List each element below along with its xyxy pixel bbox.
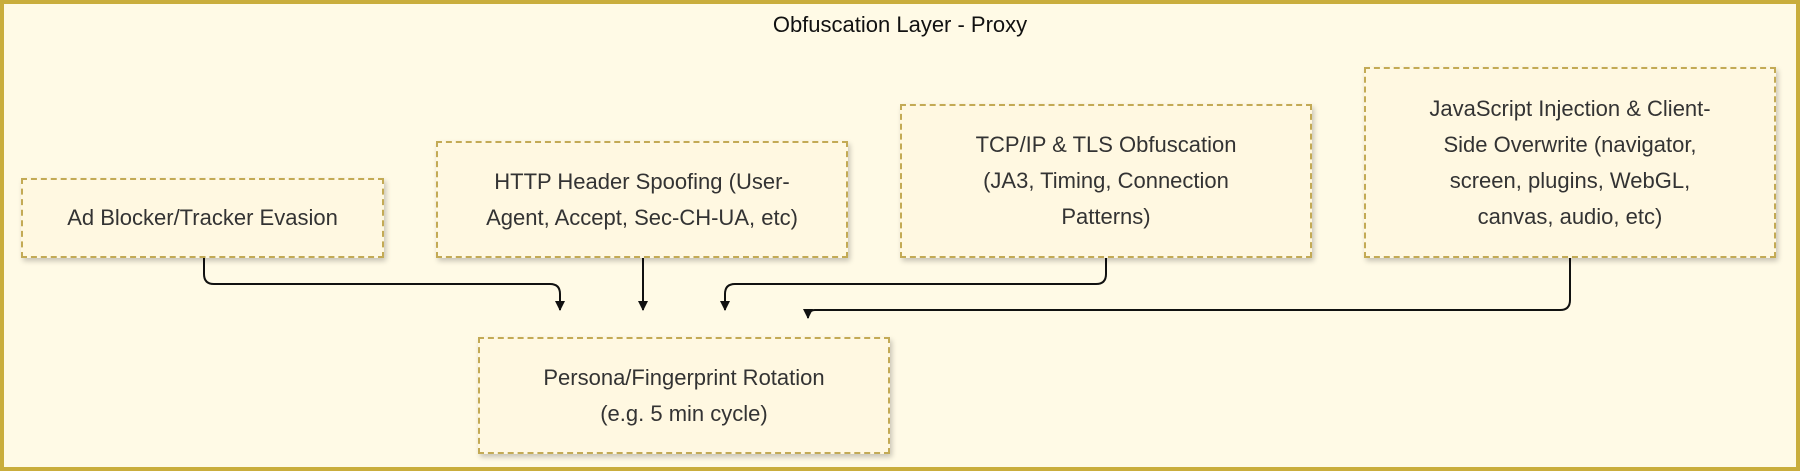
- node-tcp-tls-obfuscation: TCP/IP & TLS Obfuscation (JA3, Timing, C…: [900, 104, 1312, 258]
- node-js-injection-line-1: JavaScript Injection & Client-: [1429, 95, 1711, 121]
- group-title: Obfuscation Layer - Proxy: [772, 12, 1028, 37]
- node-js-injection: JavaScript Injection & Client- Side Over…: [1364, 67, 1776, 258]
- edge-ad-blocker-to-persona: [203, 258, 565, 311]
- node-js-injection-line-4: canvas, audio, etc): [1477, 203, 1663, 229]
- node-tcp-tls-line-2: (JA3, Timing, Connection: [983, 168, 1229, 193]
- edge-tcp-tls-to-persona: [720, 258, 1107, 311]
- node-persona-line-1: Persona/Fingerprint Rotation: [543, 364, 825, 390]
- node-http-header-line-1: HTTP Header Spoofing (User-: [494, 168, 790, 194]
- edge-js-injection-to-persona: [803, 258, 1571, 319]
- node-tcp-tls-line-3: Patterns): [1061, 204, 1151, 229]
- node-http-header-spoofing: HTTP Header Spoofing (User- Agent, Accep…: [436, 141, 848, 258]
- node-persona-line-2: (e.g. 5 min cycle): [600, 400, 768, 426]
- node-js-injection-line-3: screen, plugins, WebGL,: [1449, 167, 1691, 193]
- node-persona-rotation: Persona/Fingerprint Rotation (e.g. 5 min…: [478, 337, 890, 454]
- node-tcp-tls-line-1: TCP/IP & TLS Obfuscation: [975, 132, 1237, 157]
- node-js-injection-line-2: Side Overwrite (navigator,: [1443, 131, 1697, 157]
- node-ad-blocker-line-1: Ad Blocker/Tracker Evasion: [67, 205, 338, 230]
- node-http-header-line-2: Agent, Accept, Sec-CH-UA, etc): [486, 204, 798, 230]
- node-ad-blocker: Ad Blocker/Tracker Evasion: [21, 178, 384, 258]
